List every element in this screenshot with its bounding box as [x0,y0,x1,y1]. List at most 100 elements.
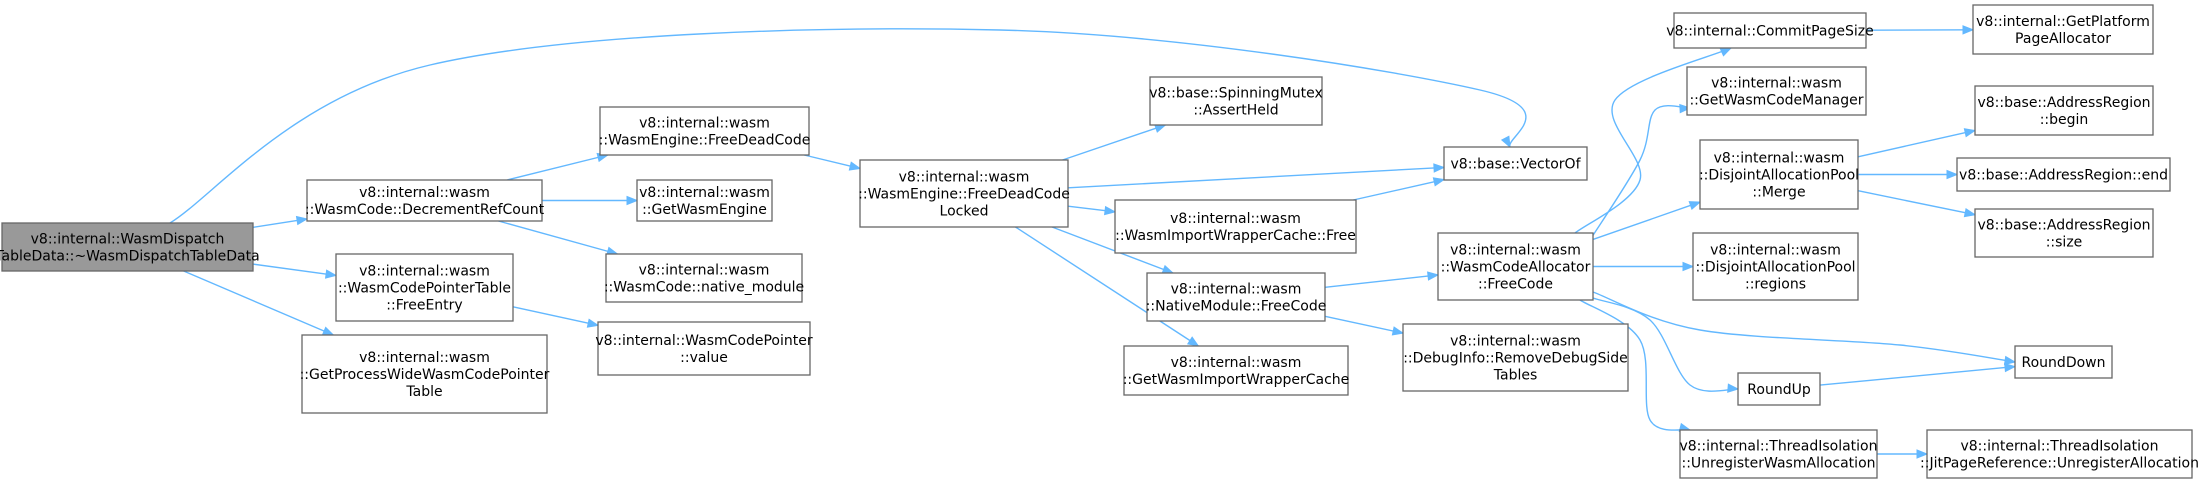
node-end[interactable]: v8::base::AddressRegion::end [1956,157,2171,192]
edge-allocfree-to-merge [1592,201,1702,241]
node-merge-label-line: ::Merge [1752,185,1805,201]
node-allocfree-label-line: ::FreeCode [1478,277,1553,293]
node-nativemod-box [605,253,803,303]
node-size[interactable]: v8::base::AddressRegion::size [1974,208,2154,258]
node-begin-label-line: ::begin [2040,112,2089,128]
node-getwrap[interactable]: v8::internal::wasm::GetWasmImportWrapper… [1123,345,1350,396]
edge-freelocked-to-vectorof [1067,163,1446,189]
node-freedead[interactable]: v8::internal::wasm::WasmEngine::FreeDead… [599,106,811,156]
node-nmfree[interactable]: v8::internal::wasm::NativeModule::FreeCo… [1146,272,1327,322]
node-wrapfree[interactable]: v8::internal::wasm::WasmImportWrapperCac… [1114,199,1357,254]
node-removedebug-label-line: v8::internal::wasm [1450,334,1581,350]
node-merge[interactable]: v8::internal::wasm::DisjointAllocationPo… [1699,139,1859,210]
edge-freeentry-to-cpvalue [512,306,600,328]
node-jitunreg-box [1926,429,2193,479]
node-assertheld-box [1149,76,1323,126]
node-allocfree-box [1437,232,1594,301]
node-vectorof[interactable]: v8::base::VectorOf [1443,146,1588,181]
node-jitunreg-label-line: ::JitPageReference::UnregisterAllocation [1920,456,2199,472]
node-regions-label-line: ::regions [1745,277,1806,293]
node-decref-box [306,179,543,222]
node-jitunreg[interactable]: v8::internal::ThreadIsolation::JitPageRe… [1920,429,2199,479]
edge-allocfree-to-getcodemgr [1589,103,1692,241]
node-root-label-line: v8::internal::WasmDispatch [31,232,225,248]
edge-freelocked-to-getwrap [1015,226,1200,347]
edge-freelocked-to-wrapfree [1067,205,1117,216]
node-regions-box [1692,232,1859,301]
node-getcodemgr-label-line: ::GetWasmCodeManager [1689,93,1863,109]
node-freedead-label-line: ::WasmEngine::FreeDeadCode [599,133,811,149]
node-begin-box [1974,85,2154,136]
node-vectorof-label-line: v8::base::VectorOf [1451,157,1582,173]
node-decref[interactable]: v8::internal::wasm::WasmCode::DecrementR… [305,179,545,222]
node-allocfree[interactable]: v8::internal::wasm::WasmCodeAllocator::F… [1437,232,1594,301]
node-begin[interactable]: v8::base::AddressRegion::begin [1974,85,2154,136]
node-cpvalue-box [597,321,811,376]
node-getproc-box [301,334,548,414]
node-freeentry-box [335,253,514,322]
node-size-label-line: ::size [2046,235,2083,251]
node-getcodemgr[interactable]: v8::internal::wasm::GetWasmCodeManager [1686,66,1867,116]
node-getproc[interactable]: v8::internal::wasm::GetProcessWideWasmCo… [300,334,550,414]
node-merge-label-line: ::DisjointAllocationPool [1699,168,1859,184]
node-root[interactable]: v8::internal::WasmDispatchTableData::~Wa… [0,222,260,272]
node-getwrap-label-line: ::GetWasmImportWrapperCache [1123,372,1350,388]
node-vectorof-box [1443,146,1588,181]
edge-roundup-to-rounddown [1819,362,2017,386]
node-merge-label-line: v8::internal::wasm [1714,151,1845,167]
node-nativemod-label-line: v8::internal::wasm [639,263,770,279]
edge-decref-to-nativemod [498,220,619,256]
node-freeentry-label-line: ::WasmCodePointerTable [338,281,511,297]
node-assertheld[interactable]: v8::base::SpinningMutex::AssertHeld [1149,76,1323,126]
node-freelocked-label-line: Locked [940,204,989,220]
node-allocfree-label-line: ::WasmCodeAllocator [1441,260,1591,276]
node-cpvalue-label-line: v8::internal::WasmCodePointer [595,333,812,349]
edge-merge-to-begin [1857,128,1977,158]
node-nativemod-label-line: ::WasmCode::native_module [604,280,804,296]
node-removedebug-box [1402,323,1629,392]
edge-freelocked-to-assertheld [1062,123,1167,161]
node-rounddown[interactable]: RoundDown [2014,345,2113,379]
node-regions[interactable]: v8::internal::wasm::DisjointAllocationPo… [1692,232,1859,301]
node-roundup[interactable]: RoundUp [1737,372,1821,406]
node-nmfree-label-line: v8::internal::wasm [1171,282,1302,298]
edge-root-to-getproc [183,270,335,336]
node-freedead-label-line: v8::internal::wasm [639,116,770,132]
edge-root-to-decref [252,215,309,229]
node-commit-label-line: v8::internal::CommitPageSize [1666,24,1873,40]
node-nativemod[interactable]: v8::internal::wasm::WasmCode::native_mod… [604,253,804,303]
edge-unreg-to-jitunreg [1877,449,1929,459]
node-size-label-line: v8::base::AddressRegion [1977,218,2150,234]
node-wrapfree-label-line: ::WasmImportWrapperCache::Free [1115,228,1356,244]
edge-allocfree-to-roundup [1592,297,1740,393]
node-platalloc-label-line: PageAllocator [2015,31,2111,47]
node-removedebug[interactable]: v8::internal::wasm::DebugInfo::RemoveDeb… [1402,323,1629,392]
node-roundup-label-line: RoundUp [1747,382,1811,398]
node-cpvalue-label-line: ::value [680,350,728,366]
node-getcodemgr-box [1686,66,1867,116]
node-freelocked-label-line: ::WasmEngine::FreeDeadCode [858,187,1070,203]
node-freeentry[interactable]: v8::internal::wasm::WasmCodePointerTable… [335,253,514,322]
node-getengine[interactable]: v8::internal::wasm::GetWasmEngine [636,179,773,222]
node-getwrap-label-line: v8::internal::wasm [1171,355,1302,371]
node-freelocked[interactable]: v8::internal::wasm::WasmEngine::FreeDead… [858,159,1070,228]
edge-decref-to-freedead [506,152,610,181]
node-wrapfree-box [1114,199,1357,254]
node-unreg[interactable]: v8::internal::ThreadIsolation::Unregiste… [1679,429,1878,479]
node-getwrap-box [1123,345,1349,396]
edge-freelocked-to-nmfree [1051,226,1175,274]
node-wrapfree-label-line: v8::internal::wasm [1170,211,1301,227]
node-decref-label-line: v8::internal::wasm [359,185,490,201]
node-commit[interactable]: v8::internal::CommitPageSize [1666,12,1874,49]
node-merge-box [1699,139,1859,210]
node-cpvalue[interactable]: v8::internal::WasmCodePointer::value [595,321,813,376]
node-jitunreg-label-line: v8::internal::ThreadIsolation [1960,439,2158,455]
node-getengine-box [636,179,773,222]
node-regions-label-line: v8::internal::wasm [1710,243,1841,259]
node-freeentry-label-line: v8::internal::wasm [359,264,490,280]
node-freelocked-box [859,159,1069,228]
node-freedead-box [599,106,810,156]
node-unreg-box [1679,429,1878,479]
node-root-box [1,222,254,272]
